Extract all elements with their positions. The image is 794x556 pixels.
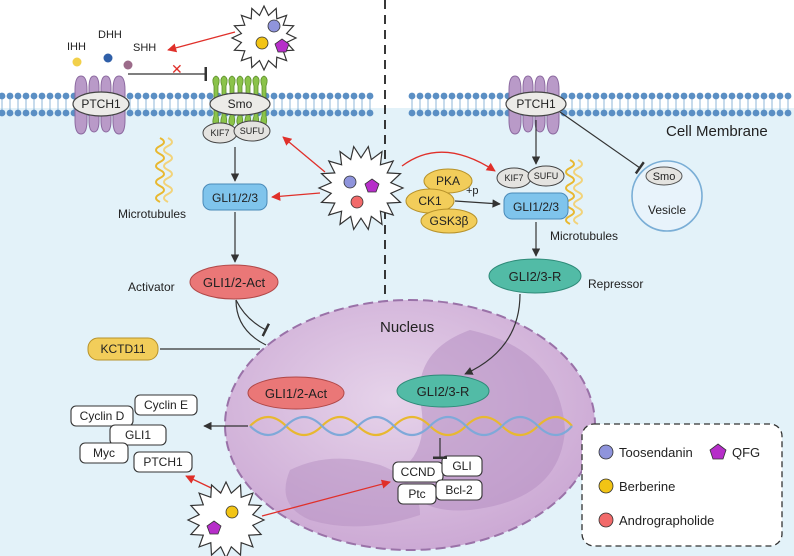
gli123-left-box [202,183,268,211]
legend-toosendanin-swatch [598,444,614,460]
act-into-nucleus [235,299,267,346]
ptch1-left: PTCH1 [72,75,130,135]
targets-left: Cyclin D Cyclin E GLI1 Myc PTCH1 [70,394,198,473]
svg-text:GLI1: GLI1 [125,428,151,442]
sufu-left-label: SUFU [240,126,265,136]
label-shh: SHH [133,42,156,54]
gli123-right-label: GLI1/2/3 [513,200,559,214]
microtubules-left-label: Microtubules [118,207,186,221]
target-ptch1 [133,451,193,473]
nucleus-label: Nucleus [380,319,434,336]
nuc-gli23-r-box [396,374,490,408]
gli23-r-label: GLI2/3-R [509,269,562,284]
svg-text:Bcl-2: Bcl-2 [445,483,473,497]
microtubules-right-label: Microtubules [550,229,618,243]
target-cyclin-e [134,394,198,416]
legend-frame [581,423,783,547]
sufu-left [233,120,271,142]
ck1-to-gli-arrow [454,199,501,208]
gli123-left-label: GLI1/2/3 [212,191,258,205]
smo-left: Smo [209,75,271,127]
gli123-right-box [503,192,569,220]
ihh-ligand [72,57,82,67]
kif7-left-label: KIF7 [210,128,229,138]
legend: Toosendanin QFG Berberine Andrographolid… [581,423,783,547]
legend-qfg-swatch [709,443,727,460]
activator-label: Activator [128,280,175,294]
shh-ligand [123,60,133,70]
sufu-right-label: SUFU [534,171,559,181]
sufu-right [527,165,565,187]
target-cyclin-d [70,405,134,427]
gli23-r-box [488,258,582,294]
nuc-gli12-act-box [247,376,345,410]
ptch1-right: PTCH1 [505,75,567,135]
target-gli [441,455,483,477]
nuc-gli12-act-label: GLI1/2-Act [265,386,328,401]
legend-toosendanin-label: Toosendanin [619,445,693,460]
dna-strand-b [249,415,573,437]
drug-to-gli [271,191,321,201]
svg-text:Cyclin D: Cyclin D [80,409,125,423]
svg-text:Ptc: Ptc [408,487,425,501]
targets-right: CCND GLI Ptc Bcl-2 [392,455,483,505]
ptch1-right-inhibits-smo [559,111,645,175]
ck1-label: CK1 [418,194,442,208]
kctd11-box [87,337,159,361]
microtubules-right-shape [565,159,575,225]
block-mark: ✕ [171,61,183,77]
pka-label: PKA [436,174,460,188]
target-bcl2 [435,479,483,501]
vesicle-label: Vesicle [648,203,686,217]
repressor-into-nucleus [464,293,521,375]
kif7-right-label: KIF7 [504,173,523,183]
microtubules-left-shape-2 [163,137,173,203]
svg-text:GLI: GLI [452,459,471,473]
legend-berberine-label: Berberine [619,479,675,494]
gli12-act-box [189,264,279,300]
target-myc [79,442,129,464]
drug-burst-top [230,4,298,72]
drug-burst-bottom [186,480,266,556]
repressor-label: Repressor [588,277,643,291]
gli12-act-label: GLI1/2-Act [203,275,266,290]
legend-berberine-swatch [598,478,614,494]
drug-to-smo [282,136,326,173]
drug-inhibits-ligands [167,31,236,53]
legend-andrographolide-label: Andrographolide [619,513,714,528]
ptch1-left-label: PTCH1 [81,97,121,111]
ptch1-right-label: PTCH1 [516,97,556,111]
kctd11-label: KCTD11 [100,342,145,356]
smo-left-label: Smo [228,97,253,111]
drug-to-targets-right [261,479,391,517]
svg-text:PTCH1: PTCH1 [143,455,183,469]
microtubules-right-shape-2 [573,159,583,225]
gsk3b-label: GSK3β [430,214,469,228]
label-ihh: IHH [67,41,86,53]
svg-text:CCND: CCND [401,465,436,479]
label-dhh: DHH [98,29,122,41]
svg-text:Myc: Myc [93,446,115,460]
drug-to-complex-right [401,151,496,172]
gsk3b-box [420,208,478,234]
target-gli1 [109,424,167,446]
smo-vesicle: Smo [645,166,683,186]
dna-strand-a [249,415,573,437]
nuc-gli23-r-label: GLI2/3-R [417,384,470,399]
microtubules-left-shape [155,137,165,203]
dhh-ligand [103,53,113,63]
legend-qfg-label: QFG [732,445,760,460]
svg-text:Cyclin E: Cyclin E [144,398,188,412]
smo-vesicle-label: Smo [653,171,676,183]
legend-andrographolide-swatch [598,512,614,528]
phospho-label: +p [466,185,479,197]
act-inhibited-line [235,299,271,337]
drug-burst-middle [317,145,405,231]
cell-membrane-label: Cell Membrane [666,123,768,140]
